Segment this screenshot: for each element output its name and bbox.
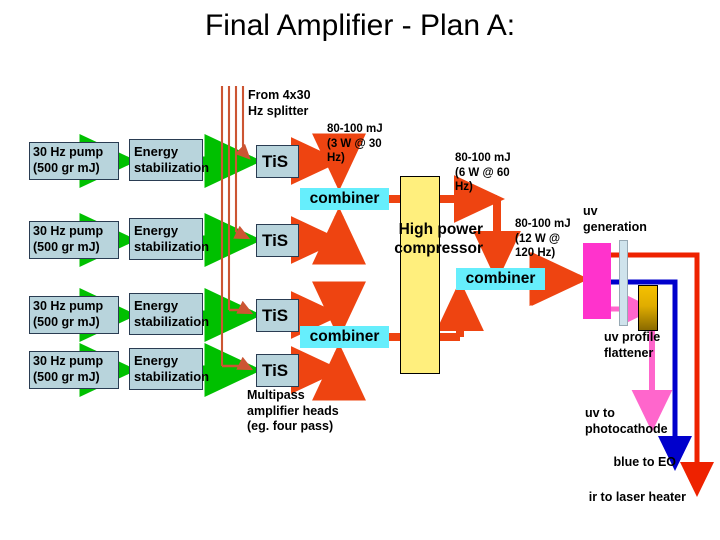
pump-label-3: 30 Hz pump (500 gr mJ) (33, 299, 104, 329)
pump-label-1: 30 Hz pump (500 gr mJ) (33, 145, 104, 175)
tis-box-2[interactable]: TiS (256, 224, 299, 257)
pump-label-2: 30 Hz pump (500 gr mJ) (33, 224, 104, 254)
pump-box-2[interactable]: 30 Hz pump (500 gr mJ) (29, 221, 119, 259)
tis-label-1: TiS (262, 151, 289, 171)
blue-path (610, 279, 693, 471)
combiner-bottom[interactable]: combiner (300, 326, 389, 348)
tis-box-3[interactable]: TiS (256, 299, 299, 332)
tis-label-3: TiS (262, 305, 289, 325)
combiner-final-label: combiner (465, 270, 536, 287)
tis-label-2: TiS (262, 230, 289, 250)
output-30hz-label: 80-100 mJ (3 W @ 30 Hz) (327, 123, 383, 165)
tis-box-1[interactable]: TiS (256, 145, 299, 178)
output-120hz-label: 80-100 mJ (12 W @ 120 Hz) (515, 218, 571, 260)
uv-profile-flattener-label: uv profile flattener (604, 330, 661, 360)
uv-generation-label: uv generation (583, 204, 647, 234)
energy-label-4: Energy stabilization (134, 352, 210, 384)
high-power-compressor-box[interactable] (400, 176, 440, 374)
combiner-bottom-label: combiner (309, 328, 380, 345)
combiner-top[interactable]: combiner (300, 188, 389, 210)
ir-path (610, 252, 715, 497)
energy-stabilization-box-4[interactable]: Energy stabilization (129, 348, 209, 390)
uv-to-photocathode-label: uv to photocathode (585, 406, 668, 436)
uv-optic-bar[interactable] (619, 240, 628, 326)
green-arrow-icon (79, 134, 137, 397)
tis-label-4: TiS (262, 360, 289, 380)
pump-box-1[interactable]: 30 Hz pump (500 gr mJ) (29, 142, 119, 180)
tis-box-4[interactable]: TiS (256, 354, 299, 387)
energy-label-2: Energy stabilization (134, 222, 210, 254)
uv-profile-flattener-box[interactable] (638, 285, 658, 331)
uv-generation-box[interactable] (583, 243, 611, 319)
combiner-final[interactable]: combiner (456, 268, 545, 290)
output-60hz-label: 80-100 mJ (6 W @ 60 Hz) (455, 152, 511, 194)
splitter-label: From 4x30 Hz splitter (248, 88, 311, 118)
energy-stabilization-box-2[interactable]: Energy stabilization (129, 218, 209, 260)
high-power-compressor-label: High power compressor (394, 221, 483, 257)
multipass-label: Multipass amplifier heads (eg. four pass… (247, 388, 339, 434)
page-title: Final Amplifier - Plan A: (204, 9, 516, 42)
energy-label-3: Energy stabilization (134, 297, 210, 329)
pump-box-3[interactable]: 30 Hz pump (500 gr mJ) (29, 296, 119, 334)
energy-stabilization-box-3[interactable]: Energy stabilization (129, 293, 209, 335)
pump-box-4[interactable]: 30 Hz pump (500 gr mJ) (29, 351, 119, 389)
splitter-lines (220, 86, 245, 366)
blue-to-eo-label: blue to EO (613, 455, 677, 469)
pump-label-4: 30 Hz pump (500 gr mJ) (33, 354, 104, 384)
energy-label-1: Energy stabilization (134, 143, 210, 175)
combiner-top-label: combiner (309, 190, 380, 207)
energy-stabilization-box-1[interactable]: Energy stabilization (129, 139, 209, 181)
splitter-feed-arrows (222, 143, 254, 371)
ir-to-laser-heater-label: ir to laser heater (588, 490, 686, 504)
